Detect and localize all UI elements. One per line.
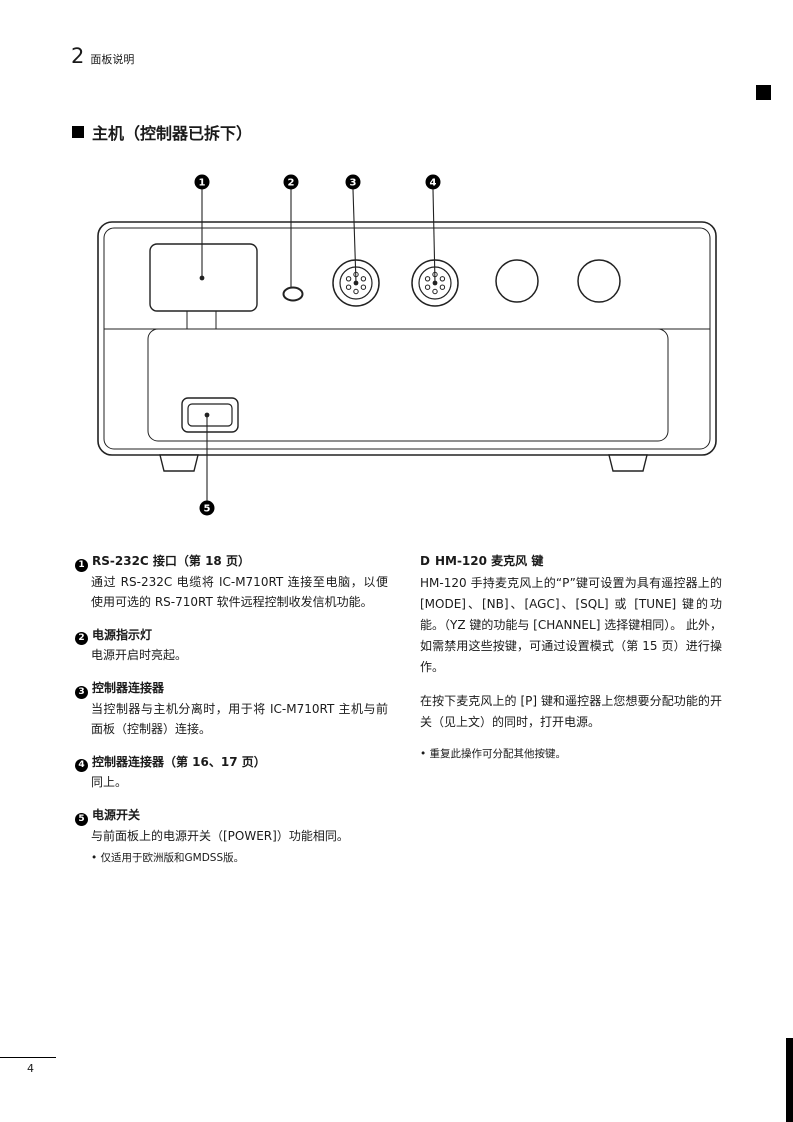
callout-4-number: 4 (430, 178, 437, 189)
page-number: 4 (27, 1062, 34, 1075)
callout-badge-3: 3 (345, 174, 361, 190)
callout-badge-2: 2 (283, 174, 299, 190)
footer-rule (0, 1057, 56, 1058)
item-4-body: 同上。 (91, 775, 128, 789)
list-item: 5 电源开关 与前面板上的电源开关（[POWER]）功能相同。 • 仅适用于欧洲版… (75, 805, 388, 867)
item-3-number-badge: 3 (75, 685, 88, 699)
chapter-title: 面板说明 (90, 53, 135, 66)
mic-key-heading-text: HM-120 麦克风 键 (434, 554, 544, 568)
callout-4-endpoint (432, 280, 438, 286)
item-3-body: 当控制器与主机分离时，用于将 IC-M710RT 主机与前面板（控制器）连接。 (91, 701, 388, 736)
section-title-text: 主机（控制器已拆下） (92, 124, 253, 143)
connector-opening-2 (577, 259, 621, 303)
power-switch (181, 397, 239, 433)
item-3-heading: 3 控制器连接器 (75, 678, 388, 699)
item-3-heading-text: 控制器连接器 (92, 681, 165, 695)
mic-key-note: • 重复此操作可分配其他按键。 (420, 748, 567, 760)
left-column: 1 RS-232C 接口（第 18 页） 通过 RS-232C 电缆将 IC-M7… (75, 551, 388, 880)
right-foot (608, 454, 648, 472)
item-1-number-badge: 1 (75, 558, 88, 572)
callout-3-number: 3 (350, 178, 357, 189)
list-item: 2 电源指示灯 电源开启时亮起。 (75, 625, 388, 666)
item-2-heading: 2 电源指示灯 (75, 625, 388, 645)
chapter-header: 2 面板说明 (71, 44, 134, 68)
mic-key-heading: D HM-120 麦克风 键 (420, 551, 722, 571)
chapter-thumb-index-mark (786, 1038, 793, 1122)
left-foot (159, 454, 199, 472)
list-item: 1 RS-232C 接口（第 18 页） 通过 RS-232C 电缆将 IC-M7… (75, 551, 388, 612)
right-column: D HM-120 麦克风 键 HM-120 手持麦克风上的“P”键可设置为具有遥控… (420, 551, 722, 763)
item-4-heading-text: 控制器连接器（第 16、17 页） (92, 754, 266, 769)
callout-badge-5: 5 (199, 500, 215, 516)
page-corner-mark (756, 85, 771, 100)
item-4-heading: 4 控制器连接器（第 16、17 页） (75, 752, 388, 772)
callout-1-endpoint (199, 275, 205, 281)
item-1-body: 通过 RS-232C 电缆将 IC-M710RT 连接至电脑，以便使用可选的 R… (91, 574, 388, 609)
item-5-body: 与前面板上的电源开关（[POWER]）功能相同。 (91, 828, 349, 843)
callout-5-number: 5 (204, 504, 211, 515)
callout-5-endpoint (204, 412, 210, 418)
item-5-heading-text: 电源开关 (92, 808, 141, 822)
mic-key-heading-prefix: D (420, 554, 430, 568)
controller-mount-panel (147, 328, 669, 442)
callout-lines (201, 189, 436, 501)
callout-badge-1: 1 (194, 174, 210, 190)
connector-opening-1 (495, 259, 539, 303)
item-5-number-badge: 5 (75, 812, 88, 826)
section-bullet-icon (72, 126, 84, 138)
mic-key-paragraph-1: HM-120 手持麦克风上的“P”键可设置为具有遥控器上的 [MODE]、[NB… (420, 576, 723, 674)
item-5-note: • 仅适用于欧洲版和GMDSS版。 (91, 851, 245, 864)
item-2-number-badge: 2 (75, 632, 88, 645)
callout-3-endpoint (353, 280, 359, 286)
item-4-number-badge: 4 (75, 759, 88, 772)
item-2-body: 电源开启时亮起。 (91, 648, 188, 662)
callout-badge-4: 4 (425, 174, 441, 190)
power-indicator-led (282, 286, 304, 302)
rear-panel-diagram: 1 2 3 4 5 (97, 174, 717, 516)
chapter-number: 2 (71, 44, 85, 68)
callout-1-number: 1 (199, 178, 206, 189)
item-5-heading: 5 电源开关 (75, 805, 388, 826)
item-2-heading-text: 电源指示灯 (92, 627, 153, 642)
list-item: 3 控制器连接器 当控制器与主机分离时，用于将 IC-M710RT 主机与前面板（… (75, 678, 388, 739)
list-item: 4 控制器连接器（第 16、17 页） 同上。 (75, 752, 388, 793)
mic-key-paragraph-2: 在按下麦克风上的 [P] 键和遥控器上您想要分配功能的开关（见上文）的同时，打开… (420, 694, 722, 729)
section-title: 主机（控制器已拆下） (72, 120, 252, 144)
item-1-heading-text: RS-232C 接口（第 18 页） (92, 554, 250, 568)
item-1-heading: 1 RS-232C 接口（第 18 页） (75, 551, 388, 572)
callout-2-number: 2 (288, 178, 295, 189)
